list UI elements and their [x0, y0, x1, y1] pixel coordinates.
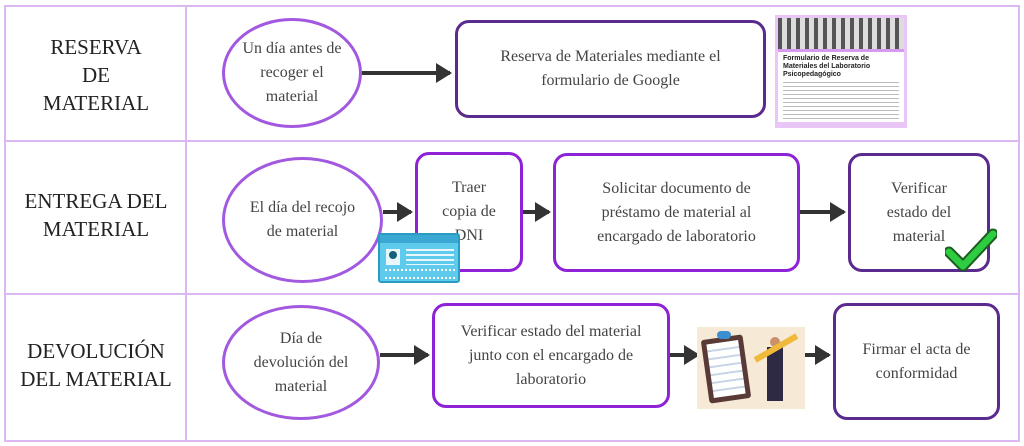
form-preview-title: Formulario de Reserva de Materiales del …: [783, 55, 871, 78]
step-verificar-con-encargado: Verificar estado del material junto con …: [432, 303, 670, 408]
checklist-illustration: [697, 327, 805, 409]
row-label-reserva: RESERVA DE MATERIAL: [42, 35, 150, 115]
start-node-entrega: El día del recojo de material: [222, 157, 383, 283]
step-verificar-estado: Verificar estado del material: [848, 153, 990, 272]
arrow: [362, 63, 452, 83]
google-form-preview-image: Formulario de Reserva de Materiales del …: [775, 15, 907, 128]
connector-line: [670, 345, 700, 365]
row-divider: [4, 140, 1020, 142]
row-label-devolucion: DEVOLUCIÓN DEL MATERIAL: [20, 339, 172, 391]
arrow: [383, 202, 413, 222]
row-label-entrega: ENTREGA DEL MATERIAL: [24, 189, 168, 241]
arrow: [523, 202, 551, 222]
start-node-reserva: Un día antes de recoger el material: [222, 18, 362, 128]
checkmark-icon: [945, 228, 997, 272]
step-firmar-acta: Firmar el acta de conformidad: [833, 303, 1000, 420]
arrow: [800, 202, 846, 222]
step-solicitar-documento: Solicitar documento de préstamo de mater…: [553, 153, 800, 272]
arrow: [805, 345, 831, 365]
row-divider: [4, 293, 1020, 295]
step-reserva-formulario: Reserva de Materiales mediante el formul…: [455, 20, 766, 118]
arrow: [380, 345, 430, 365]
column-divider: [185, 5, 187, 441]
table-frame: [4, 5, 1020, 442]
id-card-icon: [378, 233, 460, 283]
start-node-devolucion: Día de devolución del material: [222, 305, 380, 420]
